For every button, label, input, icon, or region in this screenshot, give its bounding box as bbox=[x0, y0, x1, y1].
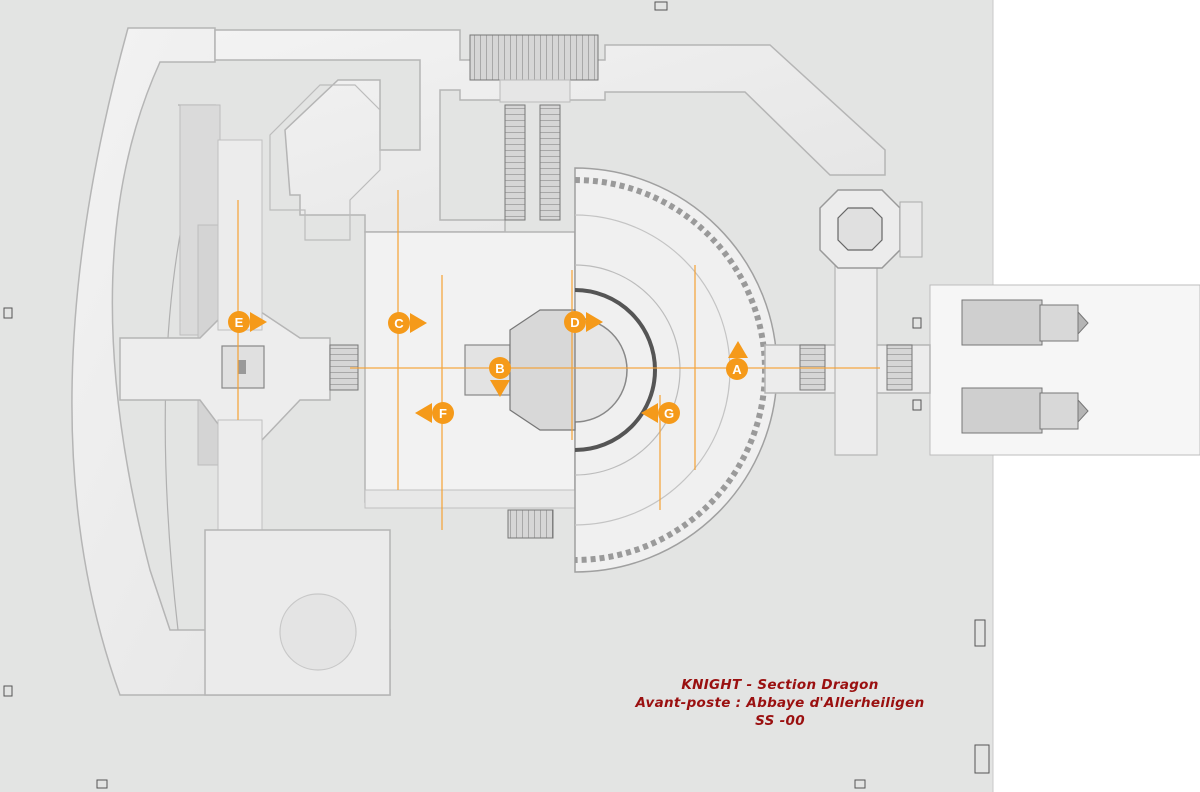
west-hub-arm-n bbox=[217, 139, 263, 331]
section-marker-d[interactable]: D bbox=[564, 311, 603, 333]
north-corridor bbox=[214, 29, 886, 233]
west-hub-arm-s bbox=[217, 419, 263, 541]
section-marker-b[interactable]: B bbox=[489, 357, 511, 397]
marker-label-g: G bbox=[664, 406, 674, 421]
title-line-3: SS -00 bbox=[755, 713, 805, 729]
section-marker-a[interactable]: A bbox=[726, 341, 748, 380]
central-machine bbox=[509, 309, 576, 431]
section-marker-f[interactable]: F bbox=[415, 402, 454, 424]
west-hub-pillar-core bbox=[238, 360, 246, 374]
north-east-annex bbox=[899, 201, 923, 258]
section-marker-g[interactable]: G bbox=[641, 402, 680, 424]
central-hall-lower bbox=[364, 489, 576, 509]
central-stair-1 bbox=[504, 104, 526, 221]
vehicle-1 bbox=[961, 299, 1089, 346]
round-room bbox=[279, 593, 357, 671]
title-line-2: Avant-poste : Abbaye d'Allerheiligen bbox=[635, 695, 925, 711]
marker-label-b: B bbox=[495, 361, 504, 376]
amphitheatre-ring-3 bbox=[574, 264, 681, 476]
marker-label-f: F bbox=[439, 406, 447, 421]
marker-label-e: E bbox=[235, 315, 244, 330]
north-room-outline bbox=[269, 84, 381, 241]
east-stair-2 bbox=[886, 344, 913, 391]
section-marker-c[interactable]: C bbox=[388, 312, 427, 334]
title-line-1: KNIGHT - Section Dragon bbox=[681, 677, 879, 693]
north-east-link bbox=[834, 264, 878, 456]
north-landing bbox=[499, 79, 571, 103]
north-stair bbox=[469, 34, 599, 81]
title-block: KNIGHT - Section Dragon Avant-poste : Ab… bbox=[600, 676, 960, 730]
vehicle-2 bbox=[961, 387, 1089, 434]
marker-label-a: A bbox=[732, 362, 742, 377]
amphitheatre-inner-ring bbox=[574, 288, 657, 452]
marker-label-d: D bbox=[570, 315, 579, 330]
section-marker-e[interactable]: E bbox=[228, 311, 267, 333]
central-stair-2 bbox=[539, 104, 561, 221]
south-stair bbox=[507, 509, 554, 539]
marker-label-c: C bbox=[394, 316, 404, 331]
north-east-tower-core bbox=[837, 207, 883, 251]
